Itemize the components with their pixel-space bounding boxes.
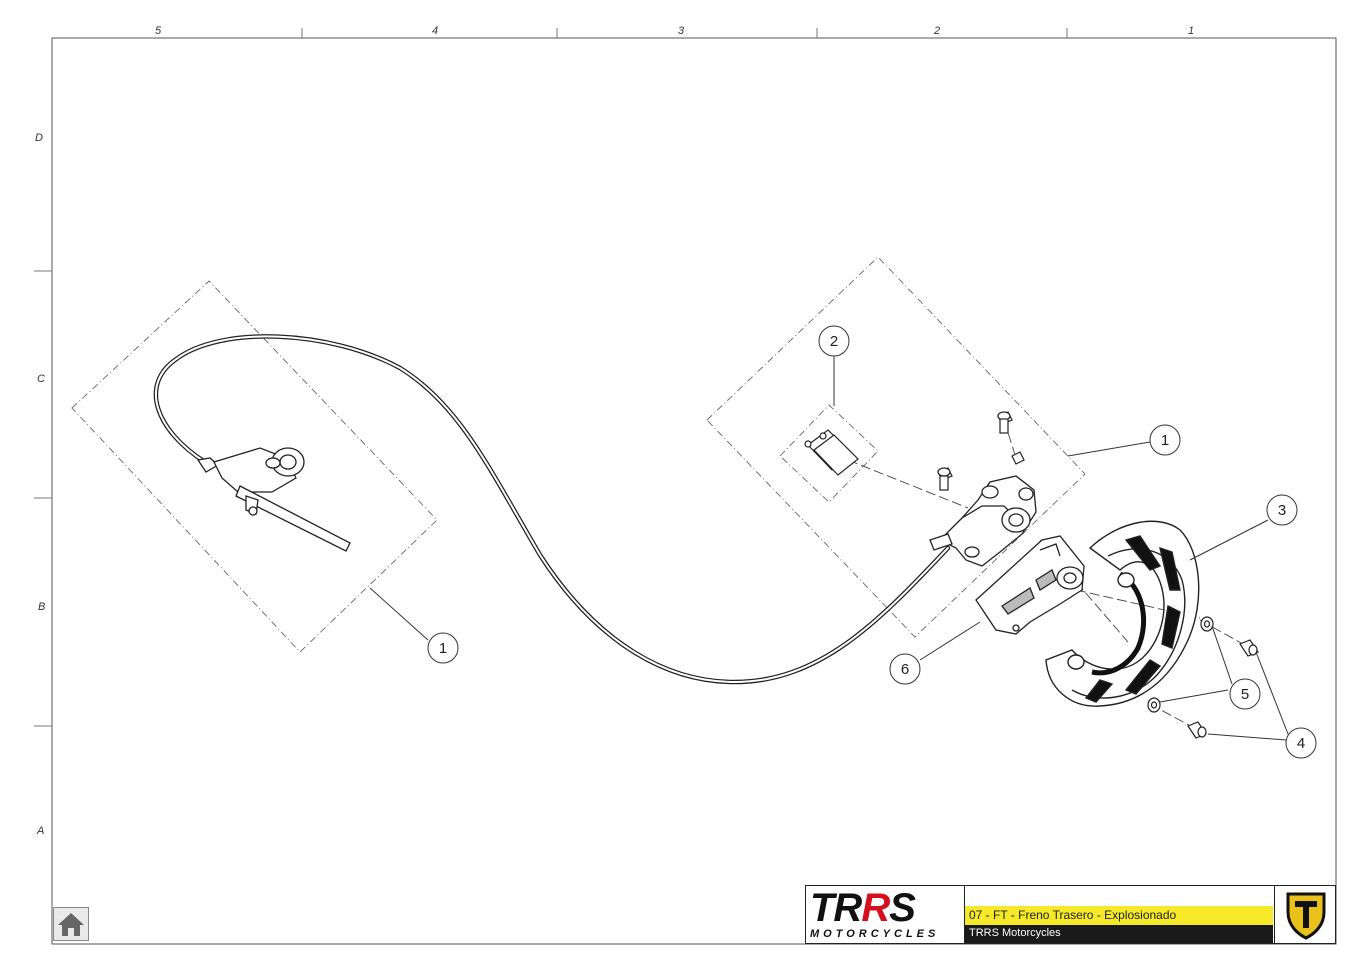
guard-screws	[1187, 639, 1259, 739]
callout-caliper-support: 6	[889, 653, 921, 685]
row-label: D	[35, 132, 43, 144]
home-button[interactable]	[53, 907, 89, 941]
logo-subtitle: MOTORCYCLES	[810, 928, 940, 940]
leader-lines	[369, 356, 1289, 741]
column-label: 4	[432, 25, 438, 37]
guard-washers	[1147, 616, 1214, 713]
drawing-border	[51, 37, 1337, 945]
emblem-cell	[1274, 886, 1336, 943]
company-name: TRRS Motorcycles	[969, 927, 1061, 939]
caliper-bolts	[937, 411, 1025, 491]
row-ticks	[34, 270, 52, 727]
brake-pads-boundary	[779, 404, 879, 503]
assembly-boundaries	[71, 256, 1086, 653]
column-label: 2	[933, 25, 940, 37]
column-label: 3	[678, 25, 685, 37]
drawing-title: 07 - FT - Freno Trasero - Explosionado	[969, 908, 1177, 922]
disc-guard	[1045, 520, 1200, 707]
svg-text:4: 4	[1297, 735, 1305, 752]
callout-caliper-assembly: 1	[1149, 424, 1181, 456]
company-bar: TRRS Motorcycles	[965, 925, 1273, 943]
brake-caliper	[929, 475, 1037, 567]
column-labels: 5 4 3 2 1	[155, 25, 1194, 37]
column-label: 5	[155, 25, 162, 37]
row-label: A	[36, 825, 44, 837]
caliper-support	[975, 535, 1085, 635]
title-block: TRRS MOTORCYCLES 07 - FT - Freno Trasero…	[805, 885, 1336, 944]
drawing-title-bar: 07 - FT - Freno Trasero - Explosionado	[965, 906, 1273, 925]
callout-guard-washers: 5	[1229, 678, 1261, 710]
svg-text:2: 2	[830, 333, 838, 350]
svg-text:1: 1	[439, 640, 447, 657]
svg-text:6: 6	[901, 661, 909, 678]
svg-text:5: 5	[1241, 686, 1249, 703]
home-icon	[58, 913, 84, 936]
svg-text:3: 3	[1278, 502, 1286, 519]
brake-lever	[196, 447, 351, 552]
svg-text:1: 1	[1161, 432, 1169, 449]
logo-wordmark: TRRS	[810, 886, 916, 930]
brand-logo: TRRS MOTORCYCLES	[806, 886, 965, 943]
callout-disc-guard: 3	[1266, 494, 1298, 526]
trrs-emblem-icon	[1286, 892, 1325, 940]
brake-pads	[804, 429, 859, 476]
callout-guard-screws: 4	[1285, 727, 1317, 759]
column-label: 1	[1188, 25, 1194, 37]
column-ticks	[301, 28, 1068, 38]
row-label: C	[37, 373, 45, 385]
callout-lever-assembly: 1	[427, 632, 459, 664]
row-labels: D C B A	[35, 132, 45, 837]
lever-assembly-boundary	[71, 280, 438, 653]
row-label: B	[38, 601, 45, 613]
caliper-assembly-boundary	[706, 256, 1086, 638]
callout-brake-pads: 2	[818, 325, 850, 357]
